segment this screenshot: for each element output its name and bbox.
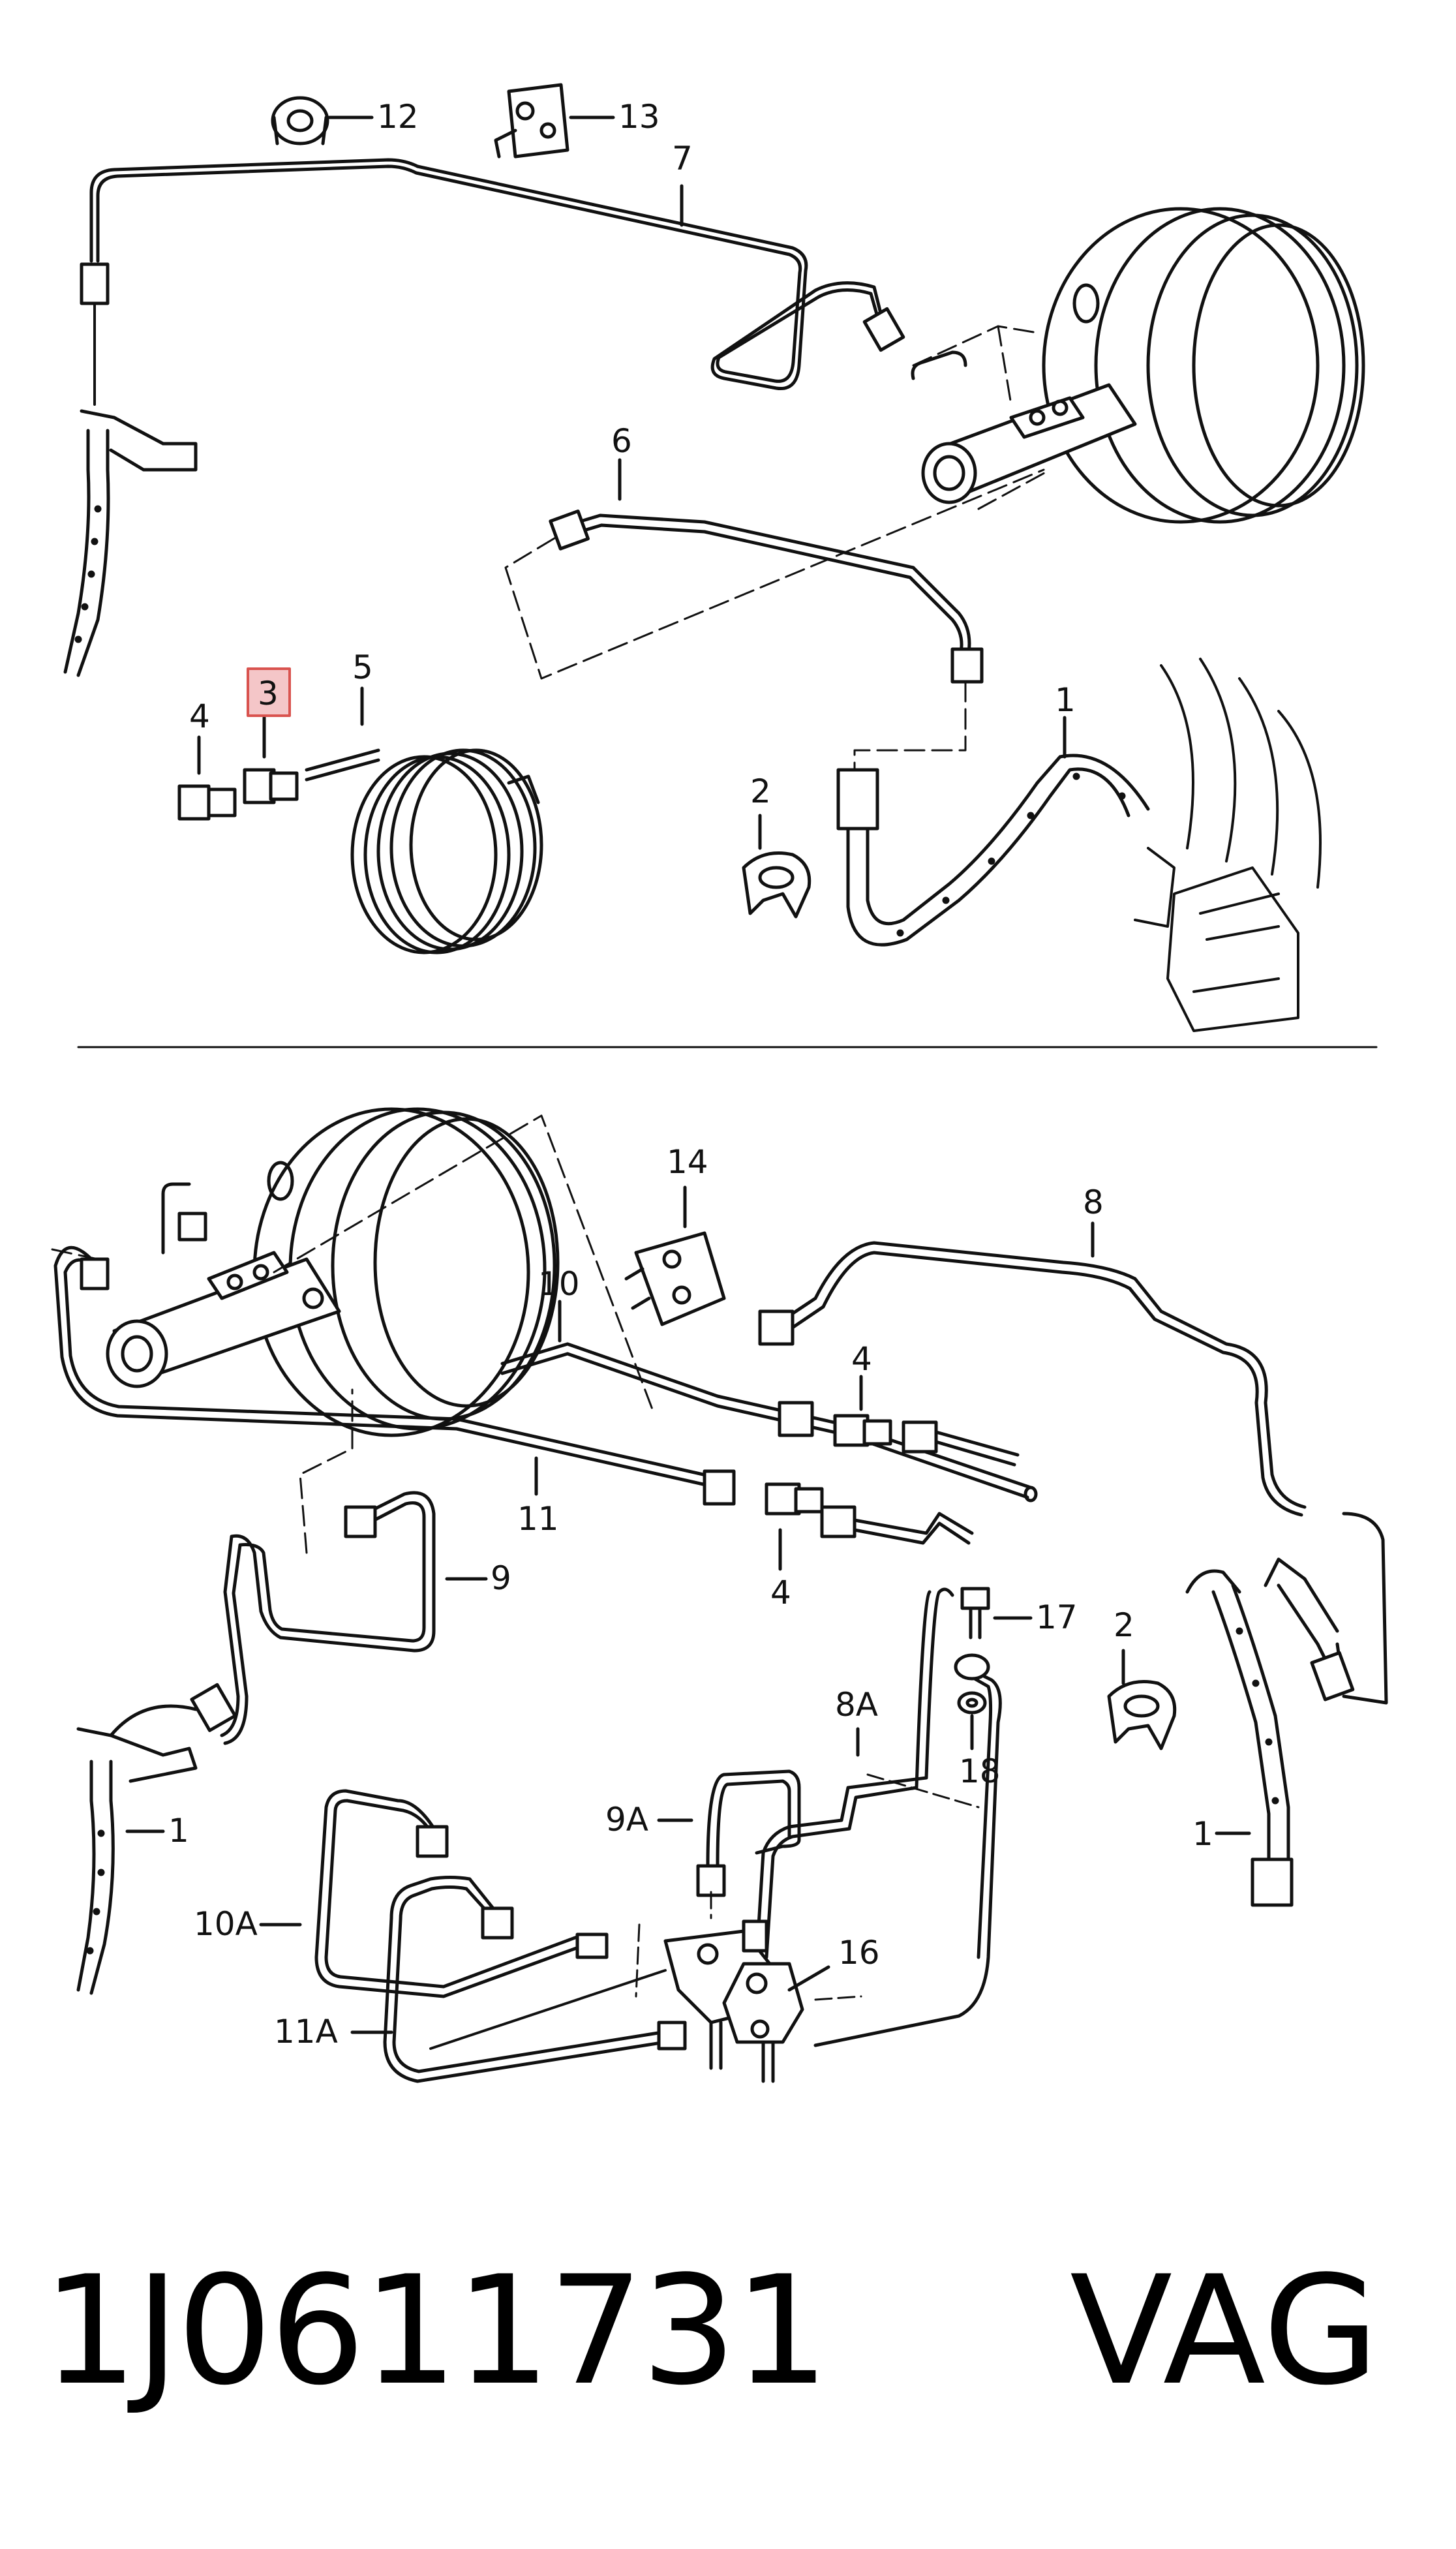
brake-pipe-coil-part-5 (305, 748, 543, 954)
brake-pipe-part-6 (549, 509, 984, 684)
callout-9A: 9A (605, 1801, 648, 1839)
callout-9: 9 (491, 1559, 511, 1597)
clip-part-2-top (742, 851, 811, 919)
callout-6: 6 (611, 422, 632, 460)
callout-3-highlight-box (247, 667, 291, 717)
callout-5: 5 (352, 649, 373, 686)
callout-4-bottom-b: 4 (770, 1574, 791, 1611)
master-cylinder-top (911, 350, 1137, 504)
brake-pipe-part-8 (758, 1241, 1388, 1705)
callout-11A: 11A (274, 2013, 338, 2051)
callout-1-bottom-left: 1 (168, 1812, 189, 1850)
brake-pipe-part-7 (80, 158, 905, 391)
clip-part-13 (494, 83, 569, 159)
brake-pipe-part-10A (314, 1789, 609, 1998)
brake-pipe-part-11A (383, 1876, 687, 2083)
callout-10: 10 (538, 1265, 580, 1303)
brake-pipe-part-9 (190, 1491, 436, 1745)
brand-label: VAG (1070, 2244, 1380, 2419)
brake-pipe-part-8A (755, 1587, 1002, 2047)
union-nuts-part-4-bottom (765, 1414, 1020, 1545)
clip-part-14 (624, 1231, 726, 1326)
brake-servo-top (1042, 207, 1365, 524)
master-cylinder-bottom (106, 1251, 341, 1388)
callout-18: 18 (959, 1752, 1001, 1790)
callout-3: 3 (258, 675, 279, 712)
bolt-part-17 (960, 1587, 990, 1640)
callout-2-top: 2 (750, 772, 771, 810)
callout-14: 14 (667, 1143, 708, 1181)
callout-11: 11 (517, 1500, 559, 1538)
brake-pipe-part-10 (500, 1342, 1038, 1503)
wheel-hub-assembly-top (1134, 658, 1322, 1032)
callout-13: 13 (618, 98, 660, 136)
fitting-part-3-highlighted (243, 768, 299, 804)
callout-2-bottom: 2 (1114, 1606, 1134, 1644)
callout-10A: 10A (194, 1905, 258, 1943)
callout-17: 17 (1036, 1598, 1078, 1636)
callout-4-bottom-a: 4 (851, 1340, 872, 1378)
brake-hose-part-1-bottom-left (76, 1704, 198, 1995)
grommet-part-12 (271, 96, 329, 145)
brake-pipe-part-11 (703, 1469, 736, 1506)
union-nut-part-4-top (177, 784, 237, 821)
callout-8A: 8A (835, 1686, 878, 1724)
brake-hose-part-1-bottom-right (1185, 1557, 1355, 1907)
callout-1-bottom-right: 1 (1192, 1815, 1213, 1853)
callout-1-top: 1 (1055, 681, 1076, 719)
brake-hose-part-1-top (836, 754, 1150, 947)
callout-16: 16 (838, 1934, 880, 1972)
clip-part-2-bottom (1107, 1680, 1177, 1750)
callout-7: 7 (672, 140, 693, 177)
brake-hose-top-left (63, 409, 198, 677)
part-number-label: 1J0611731 (42, 2244, 829, 2419)
brake-pipe-part-9A (696, 1769, 801, 1897)
washer-part-18 (957, 1691, 987, 1715)
callout-12: 12 (377, 98, 419, 136)
callout-4-top: 4 (189, 697, 210, 735)
distributor-part-16 (663, 1919, 804, 2083)
callout-8: 8 (1083, 1183, 1104, 1221)
